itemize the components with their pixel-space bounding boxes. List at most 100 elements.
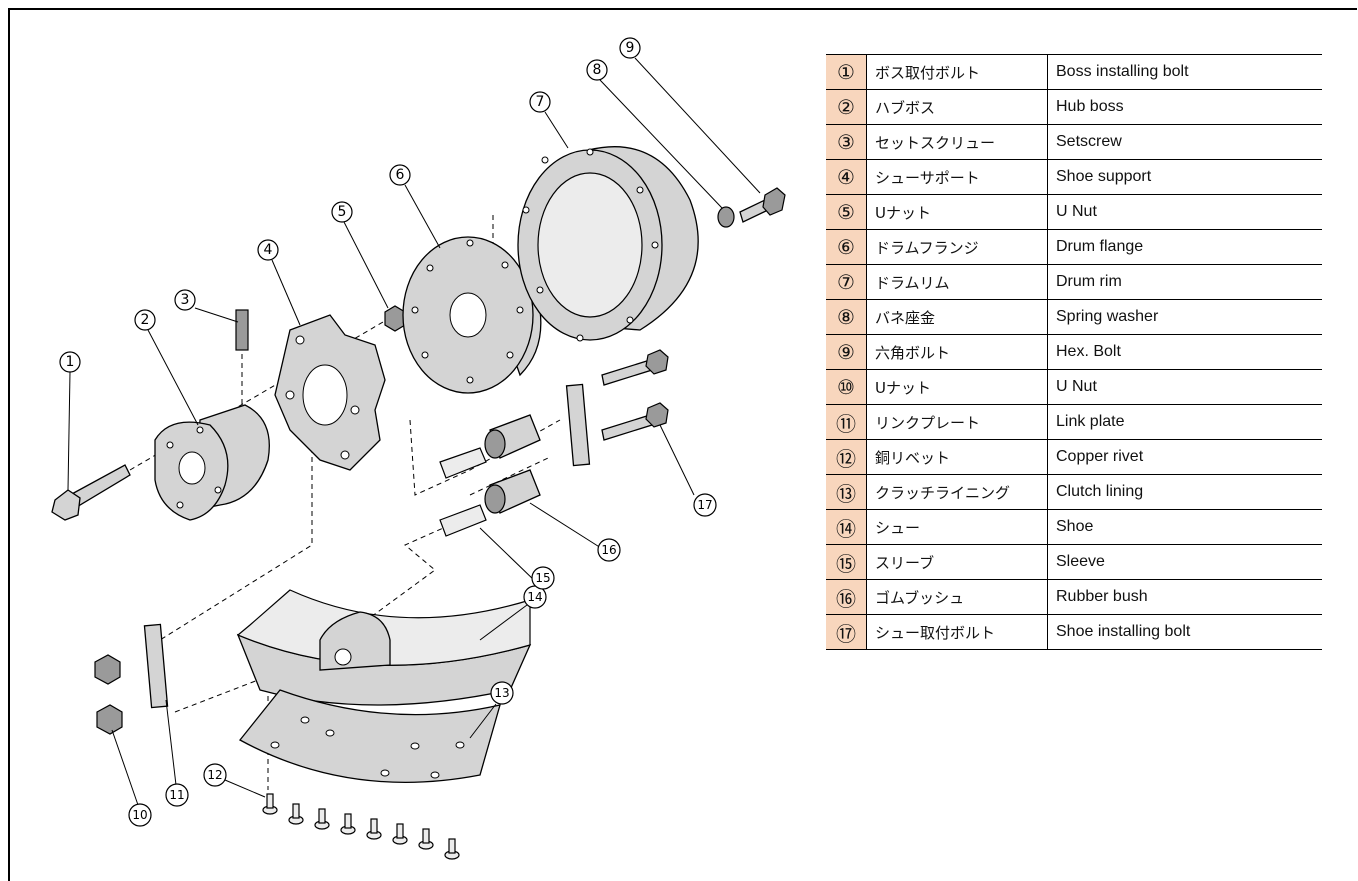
part-name-japanese-cell: ドラムリム — [866, 264, 1048, 300]
svg-text:7: 7 — [536, 94, 545, 110]
parts-list-row-6: ⑥ ドラムフランジ Drum flange — [826, 229, 1322, 265]
svg-text:1: 1 — [66, 354, 75, 370]
part-name-english-cell: Setscrew — [1047, 124, 1322, 160]
svg-text:8: 8 — [593, 62, 602, 78]
copper-rivet-parts — [262, 793, 460, 860]
svg-text:9: 9 — [626, 40, 635, 56]
callout-11: 11 — [165, 783, 189, 807]
part-number-cell: ⑮ — [826, 544, 867, 580]
callout-12: 12 — [203, 763, 227, 787]
u-nut-part — [384, 305, 406, 332]
part-name-japanese-cell: 六角ボルト — [866, 334, 1048, 370]
svg-text:14: 14 — [527, 590, 542, 604]
part-name-japanese-cell: ハブボス — [866, 89, 1048, 125]
part-name-english-cell: Shoe — [1047, 509, 1322, 545]
callout-8: 8 — [586, 59, 608, 81]
part-number-cell: ⑭ — [826, 509, 867, 545]
part-number-cell: ⑥ — [826, 229, 867, 265]
svg-text:11: 11 — [169, 788, 184, 802]
svg-text:3: 3 — [181, 292, 190, 308]
svg-text:4: 4 — [264, 242, 273, 258]
parts-list-row-4: ④ シューサポート Shoe support — [826, 159, 1322, 195]
parts-list-row-3: ③ セットスクリュー Setscrew — [826, 124, 1322, 160]
parts-list-row-5: ⑤ Uナット U Nut — [826, 194, 1322, 230]
callout-4: 4 — [257, 239, 279, 261]
setscrew-part — [235, 309, 249, 351]
rubber-bush-parts — [484, 414, 541, 514]
part-name-english-cell: Boss installing bolt — [1047, 54, 1322, 90]
part-name-english-cell: Copper rivet — [1047, 439, 1322, 475]
callout-17: 17 — [693, 493, 717, 517]
part-number-cell: ② — [826, 89, 867, 125]
parts-list-row-2: ② ハブボス Hub boss — [826, 89, 1322, 125]
callout-13: 13 — [490, 681, 514, 705]
callout-3: 3 — [174, 289, 196, 311]
part-name-english-cell: Link plate — [1047, 404, 1322, 440]
callout-14: 14 — [523, 585, 547, 609]
callout-7: 7 — [529, 91, 551, 113]
part-name-japanese-cell: ボス取付ボルト — [866, 54, 1048, 90]
parts-list-row-8: ⑧ バネ座金 Spring washer — [826, 299, 1322, 335]
parts-list-row-17: ⑰ シュー取付ボルト Shoe installing bolt — [826, 614, 1322, 650]
shoe-part — [236, 589, 532, 706]
part-number-cell: ⑦ — [826, 264, 867, 300]
part-name-english-cell: Sleeve — [1047, 544, 1322, 580]
hub-boss-part — [154, 404, 270, 521]
callout-9: 9 — [619, 37, 641, 59]
callout-1: 1 — [59, 351, 81, 373]
svg-text:2: 2 — [141, 312, 150, 328]
svg-text:17: 17 — [697, 498, 712, 512]
parts-list-row-1: ① ボス取付ボルト Boss installing bolt — [826, 54, 1322, 90]
part-name-english-cell: Hub boss — [1047, 89, 1322, 125]
part-number-cell: ⑫ — [826, 439, 867, 475]
parts-list-row-14: ⑭ シュー Shoe — [826, 509, 1322, 545]
part-name-japanese-cell: クラッチライニング — [866, 474, 1048, 510]
hex-bolt-part — [739, 187, 786, 223]
part-name-japanese-cell: ドラムフランジ — [866, 229, 1048, 265]
part-name-japanese-cell: シューサポート — [866, 159, 1048, 195]
part-name-japanese-cell: スリーブ — [866, 544, 1048, 580]
u-nut-part-lower-a — [94, 654, 121, 685]
parts-list-row-13: ⑬ クラッチライニング Clutch lining — [826, 474, 1322, 510]
parts-list-table: ① ボス取付ボルト Boss installing bolt ② ハブボス Hu… — [826, 54, 1322, 650]
link-plate-part-upper — [565, 383, 591, 467]
part-name-japanese-cell: リンクプレート — [866, 404, 1048, 440]
part-name-japanese-cell: 銅リベット — [866, 439, 1048, 475]
boss-installing-bolt-part — [51, 464, 131, 521]
svg-text:10: 10 — [132, 808, 147, 822]
part-number-cell: ⑪ — [826, 404, 867, 440]
part-name-english-cell: U Nut — [1047, 194, 1322, 230]
part-name-english-cell: Clutch lining — [1047, 474, 1322, 510]
part-name-japanese-cell: シュー取付ボルト — [866, 614, 1048, 650]
parts-list-row-16: ⑯ ゴムブッシュ Rubber bush — [826, 579, 1322, 615]
part-name-japanese-cell: セットスクリュー — [866, 124, 1048, 160]
parts-list-row-9: ⑨ 六角ボルト Hex. Bolt — [826, 334, 1322, 370]
parts-list-row-7: ⑦ ドラムリム Drum rim — [826, 264, 1322, 300]
figure-frame — [8, 8, 1357, 881]
part-name-japanese-cell: バネ座金 — [866, 299, 1048, 335]
part-name-english-cell: Shoe support — [1047, 159, 1322, 195]
svg-text:15: 15 — [535, 571, 550, 585]
part-number-cell: ⑨ — [826, 334, 867, 370]
callout-16: 16 — [597, 538, 621, 562]
parts-list-row-12: ⑫ 銅リベット Copper rivet — [826, 439, 1322, 475]
shoe-support-part — [274, 314, 386, 471]
shoe-installing-bolt-parts — [601, 349, 669, 441]
svg-text:5: 5 — [338, 204, 347, 220]
parts-list-row-10: ⑩ Uナット U Nut — [826, 369, 1322, 405]
clutch-lining-part — [239, 689, 501, 783]
parts-list-row-15: ⑮ スリーブ Sleeve — [826, 544, 1322, 580]
part-number-cell: ⑯ — [826, 579, 867, 615]
sleeve-parts — [439, 447, 487, 537]
callout-6: 6 — [389, 164, 411, 186]
part-number-cell: ③ — [826, 124, 867, 160]
part-name-japanese-cell: Uナット — [866, 369, 1048, 405]
svg-text:13: 13 — [494, 686, 509, 700]
callout-10: 10 — [128, 803, 152, 827]
part-number-cell: ① — [826, 54, 867, 90]
part-number-cell: ⑰ — [826, 614, 867, 650]
part-number-cell: ⑧ — [826, 299, 867, 335]
part-name-japanese-cell: シュー — [866, 509, 1048, 545]
part-name-english-cell: Spring washer — [1047, 299, 1322, 335]
svg-text:16: 16 — [601, 543, 616, 557]
